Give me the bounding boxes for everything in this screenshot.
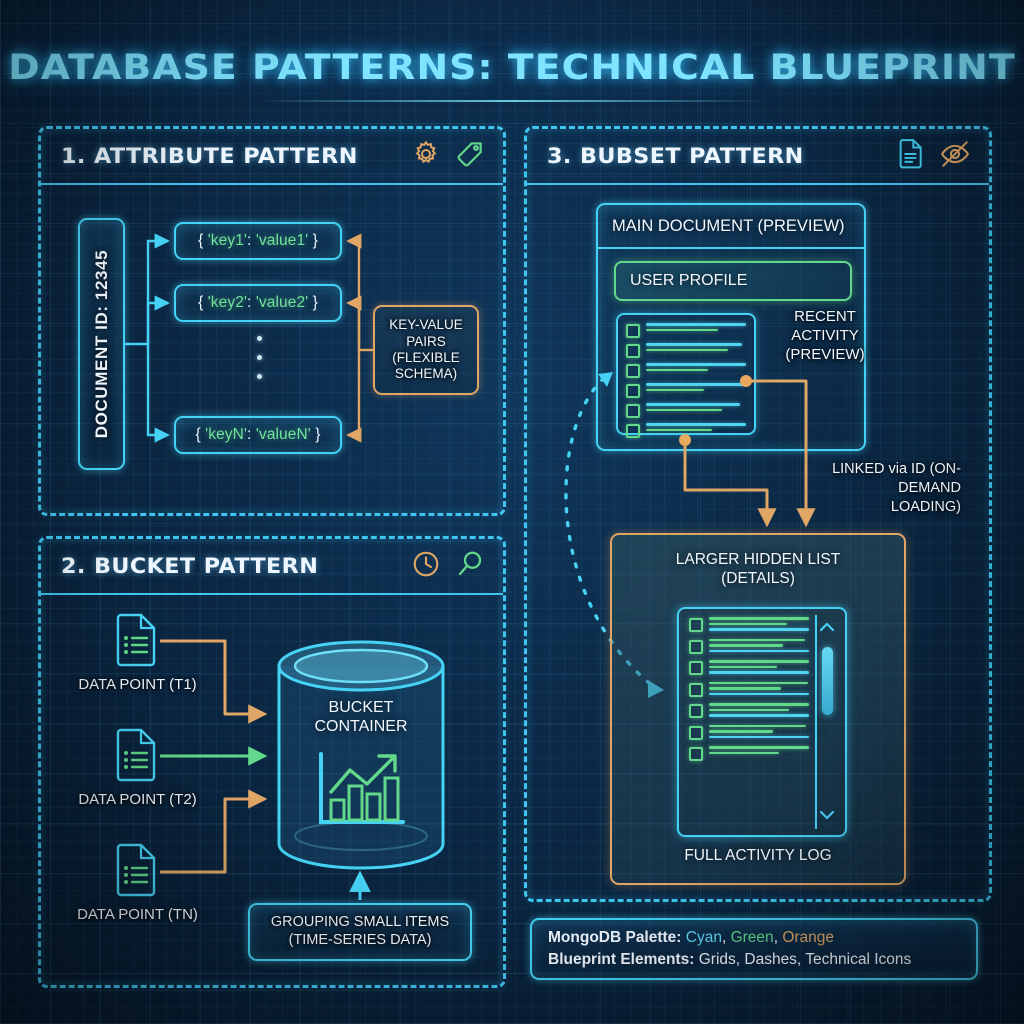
- magnifier-icon: [455, 549, 485, 584]
- main-document-header: MAIN DOCUMENT (PREVIEW): [598, 205, 864, 249]
- panel-subset-pattern: 3. BUBSET PATTERN: [524, 126, 992, 902]
- list-item: [689, 724, 809, 742]
- legend-palette-label: MongoDB Palette:: [548, 928, 682, 946]
- checkbox-icon: [689, 682, 703, 697]
- list-item: [626, 383, 746, 398]
- recent-activity-label: RECENT ACTIVITY (PREVIEW): [785, 308, 865, 363]
- panel-attribute-pattern: 1. ATTRIBUTE PATTERN: [38, 126, 506, 516]
- checkbox-icon: [689, 747, 703, 761]
- panel3-header: 3. BUBSET PATTERN: [527, 129, 989, 185]
- list-item: [689, 746, 809, 761]
- chevron-up-icon[interactable]: [819, 619, 835, 637]
- kvn-value: 'valueN': [255, 426, 311, 443]
- checkbox-icon: [689, 704, 703, 718]
- legend-color-orange: Orange: [782, 928, 835, 946]
- growth-chart-icon: [313, 750, 409, 839]
- tag-icon: [455, 139, 485, 174]
- data-point-icon-t1: [115, 613, 157, 667]
- clock-icon: [411, 549, 441, 584]
- kvn-key: 'keyN': [205, 426, 248, 443]
- checkbox-icon: [626, 404, 640, 418]
- list-item: [626, 403, 746, 418]
- title-underline: [256, 100, 768, 102]
- document-id-bar: DOCUMENT ID: 12345: [78, 218, 125, 470]
- ellipsis-dots: [255, 336, 263, 393]
- bucket-container-label: BUCKET CONTAINER: [314, 699, 408, 736]
- kv2-key: 'key2': [207, 294, 248, 311]
- legend-color-cyan: Cyan: [685, 928, 722, 946]
- eye-off-icon: [939, 139, 971, 174]
- checkbox-icon: [626, 324, 640, 338]
- kv1-value: 'value1': [255, 232, 309, 249]
- grouping-callout-label: GROUPING SMALL ITEMS (TIME-SERIES DATA): [270, 914, 450, 948]
- list-item: [689, 638, 809, 656]
- list-item: [626, 323, 746, 338]
- gear-icon: [411, 139, 441, 174]
- main-document-preview: MAIN DOCUMENT (PREVIEW) USER PROFILE: [596, 203, 866, 451]
- grouping-callout: GROUPING SMALL ITEMS (TIME-SERIES DATA): [248, 903, 472, 961]
- legend-elements-row: Blueprint Elements: Grids, Dashes, Techn…: [548, 949, 976, 971]
- checkbox-icon: [626, 364, 640, 378]
- document-icon: [897, 138, 925, 174]
- data-point-icon-tn: [115, 843, 157, 897]
- kv2-value: 'value2': [255, 294, 309, 311]
- recent-activity-preview-list: [616, 313, 756, 438]
- page-title: DATABASE PATTERNS: TECHNICAL BLUEPRINT: [8, 48, 1016, 88]
- legend-elements-value: Grids, Dashes, Technical Icons: [698, 951, 912, 968]
- checkbox-icon: [689, 661, 703, 675]
- list-scrollbar[interactable]: [815, 615, 837, 829]
- checkbox-icon: [689, 639, 703, 654]
- key-value-callout-label: KEY-VALUE PAIRS (FLEXIBLE SCHEMA): [389, 317, 463, 382]
- key-value-box-2: { 'key2': 'value2' }: [174, 284, 342, 322]
- panel1-header: 1. ATTRIBUTE PATTERN: [41, 129, 503, 185]
- bucket-container: BUCKET CONTAINER: [275, 640, 447, 870]
- legend-elements-label: Blueprint Elements:: [548, 951, 695, 968]
- legend-box: MongoDB Palette: Cyan, Green, Orange Blu…: [530, 918, 978, 980]
- data-point-label-t2: DATA POINT (T2): [78, 791, 197, 808]
- chevron-down-icon[interactable]: [819, 807, 835, 825]
- list-item: [626, 363, 746, 378]
- hidden-list-caption: LARGER HIDDEN LIST (DETAILS): [675, 551, 841, 587]
- list-item: [689, 703, 809, 720]
- scrollbar-thumb[interactable]: [822, 647, 833, 715]
- list-item: [689, 681, 809, 699]
- panel1-title: 1. ATTRIBUTE PATTERN: [61, 144, 358, 168]
- data-point-icon-t2: [115, 728, 157, 782]
- list-item: [626, 343, 746, 358]
- checkbox-icon: [689, 725, 703, 740]
- key-value-box-n: { 'keyN': 'valueN' }: [174, 416, 342, 454]
- key-value-callout: KEY-VALUE PAIRS (FLEXIBLE SCHEMA): [373, 305, 479, 395]
- full-activity-log-label: FULL ACTIVITY LOG: [684, 847, 832, 864]
- checkbox-icon: [689, 618, 703, 632]
- legend-palette-row: MongoDB Palette: Cyan, Green, Orange: [548, 928, 835, 946]
- data-point-label-t1: DATA POINT (T1): [78, 676, 197, 693]
- key-value-box-1: { 'key1': 'value1' }: [174, 222, 342, 260]
- panel-bucket-pattern: 2. BUCKET PATTERN: [38, 536, 506, 988]
- document-id-label: DOCUMENT ID: 12345: [91, 249, 111, 439]
- data-point-label-tn: DATA POINT (TN): [77, 906, 198, 923]
- user-profile-box: USER PROFILE: [614, 261, 852, 301]
- checkbox-icon: [626, 424, 640, 438]
- larger-hidden-list-panel: LARGER HIDDEN LIST (DETAILS): [610, 533, 906, 885]
- list-item: [689, 617, 809, 634]
- panel3-title: 3. BUBSET PATTERN: [547, 144, 804, 168]
- list-item: [689, 660, 809, 677]
- legend-color-green: Green: [730, 928, 774, 946]
- linked-via-id-label: LINKED via ID (ON-DEMAND LOADING): [832, 461, 961, 515]
- list-item: [626, 423, 746, 438]
- kv1-key: 'key1': [207, 232, 248, 249]
- panel2-header: 2. BUCKET PATTERN: [41, 539, 503, 595]
- panel2-title: 2. BUCKET PATTERN: [61, 554, 319, 578]
- full-activity-list[interactable]: [677, 607, 847, 837]
- checkbox-icon: [626, 344, 640, 358]
- checkbox-icon: [626, 384, 640, 398]
